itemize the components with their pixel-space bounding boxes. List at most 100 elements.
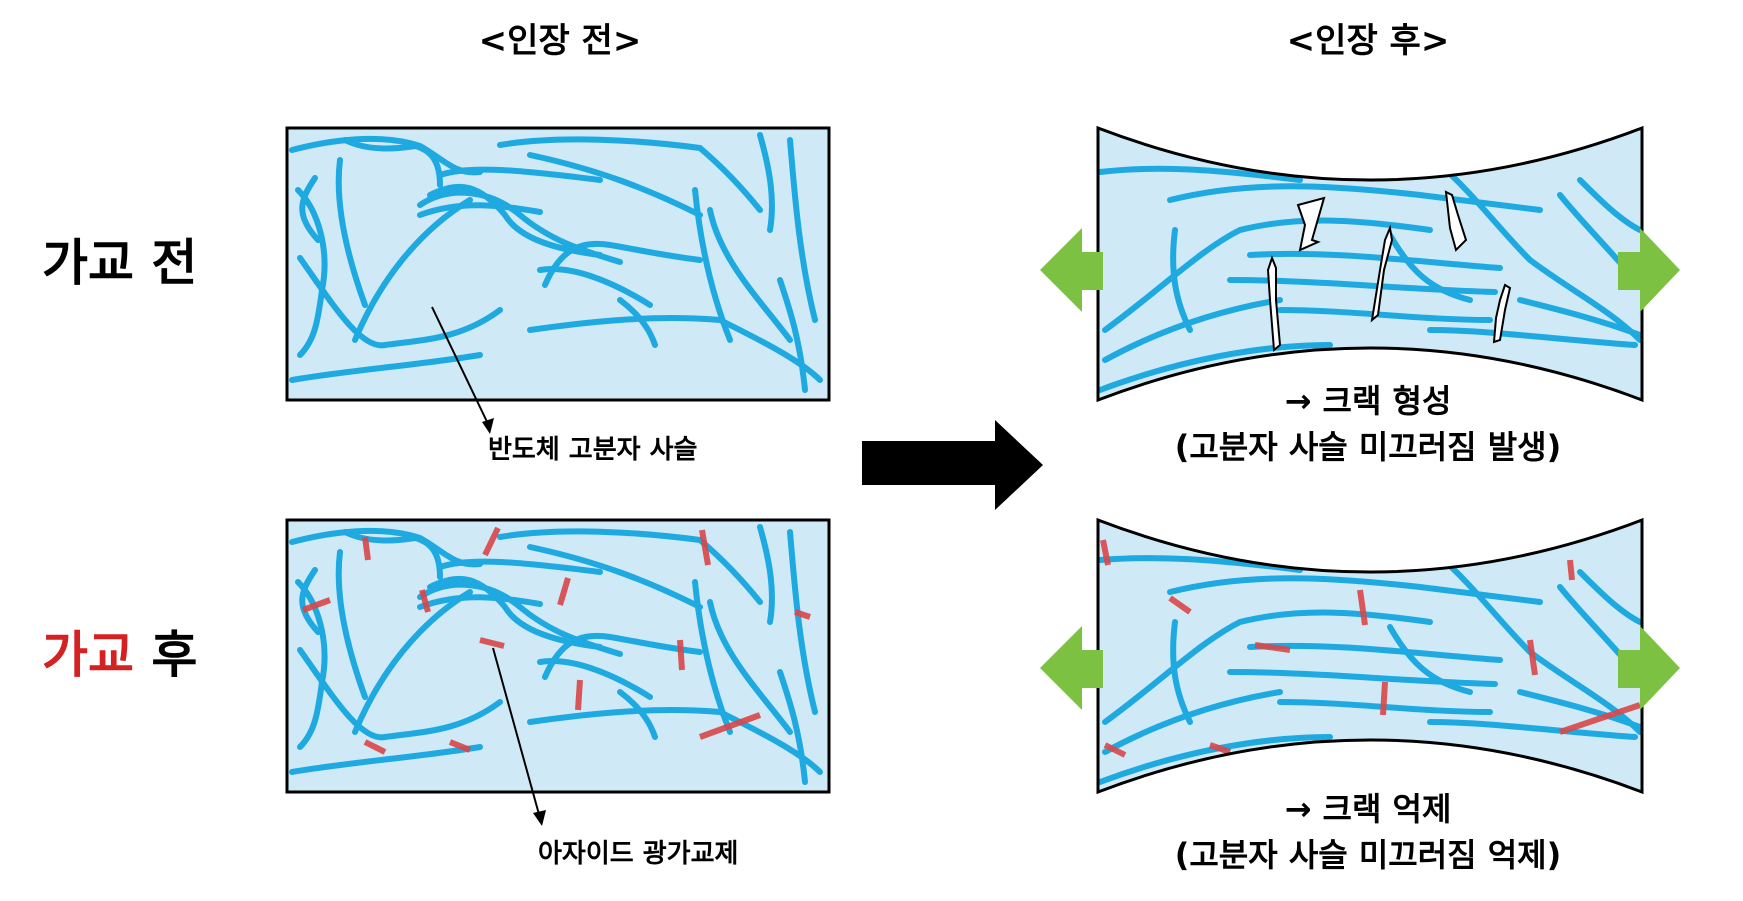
polymer-chain: [707, 207, 793, 343]
crosslink: [575, 679, 583, 711]
polymer-chain-pointer: [431, 306, 494, 434]
crosslink: [1527, 639, 1538, 676]
crosslink: [557, 577, 571, 606]
polymer-chain: [1167, 575, 1543, 605]
polymer-chain: [427, 575, 603, 650]
polymer-chain: [299, 567, 321, 635]
crosslink: [1100, 539, 1111, 566]
polymer-chain: [1102, 297, 1283, 363]
polymer-chain: [289, 744, 483, 775]
polymer-chain: [527, 152, 703, 218]
label-crosslinker: 아자이드 광가교제: [538, 839, 738, 869]
crosslink: [479, 637, 505, 649]
crosslink: [363, 739, 387, 755]
crosslink: [1357, 589, 1368, 626]
crack-icon: [1370, 224, 1394, 323]
crosslink: [448, 739, 472, 753]
polymer-chain: [1577, 177, 1642, 233]
panel-before-stretch-uncrosslinked: [285, 126, 831, 402]
polymer-chain: [537, 658, 653, 700]
polymer-chain: [289, 352, 483, 383]
polymer-chain: [1277, 307, 1493, 323]
row-label-before-crosslink: 가교 전: [42, 234, 197, 292]
polymer-chain: [427, 183, 603, 258]
crosslink: [419, 589, 431, 613]
polymer-chain: [417, 202, 543, 218]
polymer-chain: [417, 581, 623, 657]
process-arrow-icon: [862, 420, 1043, 510]
crack-icon: [1296, 196, 1326, 252]
polymer-chain: [297, 255, 503, 349]
polymer-chain: [1517, 297, 1642, 338]
crosslink: [1209, 742, 1231, 755]
crosslink: [362, 536, 371, 561]
polymer-chain: [299, 175, 321, 243]
label-polymer-chain: 반도체 고분자 사슬: [488, 435, 697, 465]
polymer-chain: [1102, 689, 1283, 755]
polymer-chain: [497, 528, 763, 605]
result-chain-slip-occurs: (고분자 사슬 미끄러짐 발생): [1175, 428, 1562, 466]
panel-after-stretch-uncrosslinked: [1096, 125, 1644, 403]
polymer-chain: [1170, 619, 1193, 725]
stretch-right-arrow-icon: [1618, 228, 1680, 312]
polymer-chain: [1517, 689, 1642, 730]
polymer-chain: [617, 297, 658, 348]
polymer-chain: [542, 240, 703, 288]
crosslink: [698, 712, 762, 740]
polymer-chain: [1387, 232, 1473, 303]
panel-before-stretch-crosslinked: [285, 518, 831, 794]
polymer-chain: [1098, 165, 1303, 183]
crosslink: [1254, 642, 1291, 653]
polymer-chain: [352, 197, 473, 343]
polymer-chain: [437, 558, 603, 575]
polymer-chain: [777, 669, 808, 785]
polymer-chain: [787, 529, 818, 715]
polymer-chain: [1170, 227, 1193, 333]
row-label-after-crosslink: 가교 후: [42, 626, 197, 684]
polymer-chain: [1098, 342, 1333, 393]
crosslink: [1567, 559, 1575, 581]
stretch-left-arrow-icon: [1040, 228, 1103, 312]
polymer-chain: [497, 136, 763, 213]
polymer-chain: [335, 549, 368, 700]
polymer-chain: [757, 132, 775, 233]
polymer-chain: [1577, 569, 1642, 625]
polymer-chain: [527, 544, 703, 610]
polymer-chain: [1437, 162, 1642, 343]
crosslink: [1168, 595, 1192, 615]
polymer-chain: [417, 189, 623, 265]
polymer-chain: [692, 579, 733, 735]
crosslinker-pointer: [492, 647, 546, 826]
polymer-chain: [1227, 277, 1498, 295]
polymer-chain: [1387, 624, 1473, 695]
polymer-chain: [1427, 719, 1638, 740]
polymer-chain: [342, 137, 443, 188]
crosslink: [1103, 742, 1127, 758]
result-crack-suppression: → 크랙 억제: [1285, 790, 1452, 828]
crosslink: [1380, 681, 1388, 716]
polymer-chain: [787, 137, 818, 323]
stretch-right-arrow-icon: [1618, 626, 1680, 710]
polymer-chain: [707, 599, 793, 735]
polymer-chain: [692, 187, 733, 343]
polymer-chain: [352, 589, 473, 735]
result-crack-formation: → 크랙 형성: [1285, 382, 1452, 420]
crosslink: [301, 597, 332, 613]
polymer-chain: [437, 166, 603, 183]
crosslink: [1559, 702, 1641, 735]
polymer-chain: [417, 594, 543, 610]
polymer-chain: [527, 315, 823, 383]
polymer-chain: [1427, 327, 1638, 348]
header-before-stretch: <인장 전>: [479, 21, 642, 61]
polymer-chain: [297, 647, 503, 741]
polymer-chain: [537, 266, 653, 308]
header-after-stretch: <인장 후>: [1287, 21, 1450, 61]
polymer-chain: [542, 632, 703, 680]
stretch-left-arrow-icon: [1040, 626, 1103, 710]
polymer-chain: [335, 157, 368, 308]
polymer-chain: [1102, 609, 1433, 725]
crosslink: [794, 609, 811, 620]
result-chain-slip-suppressed: (고분자 사슬 미끄러짐 억제): [1175, 836, 1562, 874]
polymer-chain: [777, 277, 808, 393]
